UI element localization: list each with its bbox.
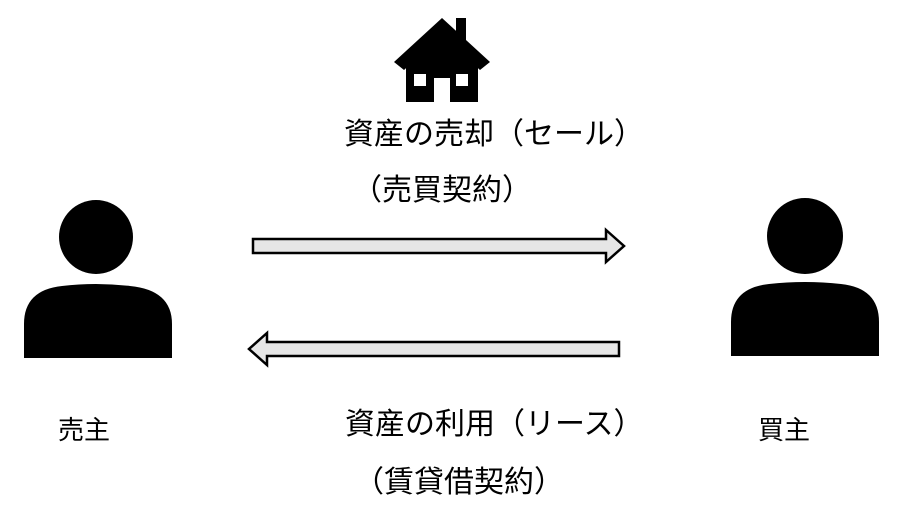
seller-label: 売主 — [58, 416, 111, 446]
sale-arrow — [251, 227, 626, 265]
sale-contract: （売買契約） — [352, 173, 532, 208]
lease-contract: （賃貸借契約） — [354, 465, 564, 500]
sale-title: 資産の売却（セール） — [344, 117, 644, 152]
person-icon — [731, 198, 879, 356]
sale-arrow-shape — [251, 227, 626, 265]
lease-arrow-shape — [247, 330, 621, 368]
lease-title: 資産の利用（リース） — [345, 407, 644, 442]
person-icon — [24, 200, 172, 358]
lease-arrow — [247, 330, 621, 368]
buyer-label: 買主 — [758, 416, 811, 446]
house-icon — [394, 18, 490, 102]
